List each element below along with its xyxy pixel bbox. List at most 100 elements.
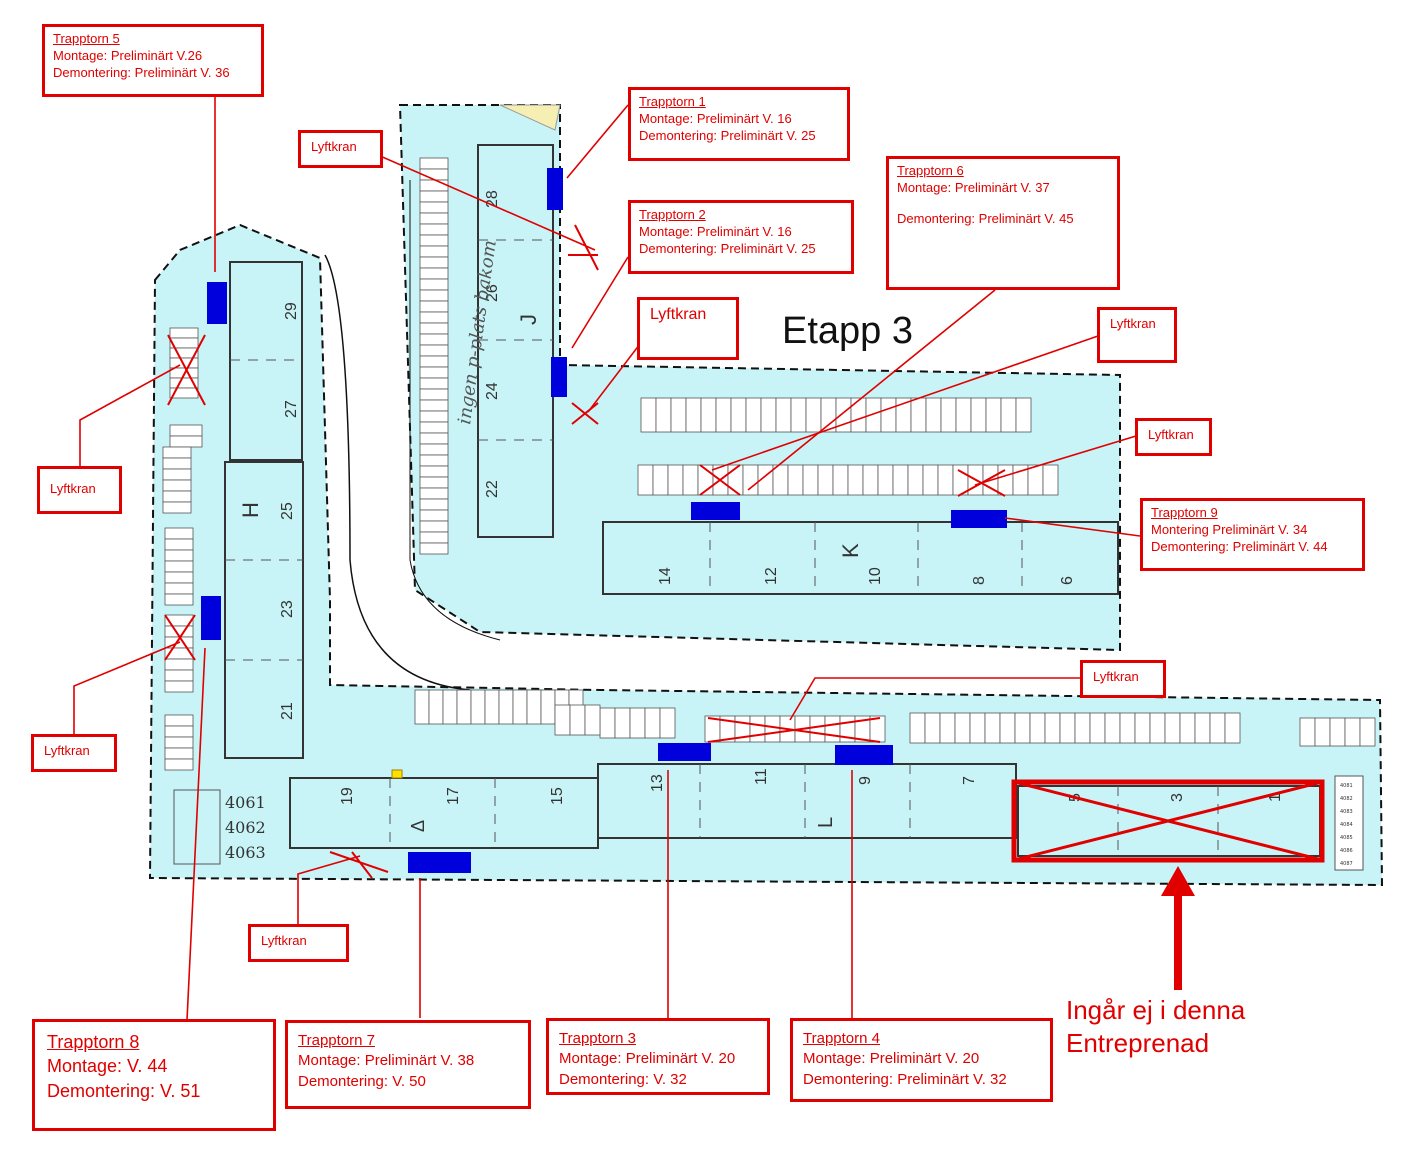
parking-stall: [1179, 712, 1196, 744]
parking-stall: [1359, 717, 1376, 747]
parking-stall: [419, 278, 449, 291]
stair-tower-4-marker: [835, 745, 893, 765]
crane-marker: [707, 717, 881, 743]
parking-stall: [614, 707, 631, 739]
parking-stall: [414, 689, 430, 725]
building-number: 3: [1169, 793, 1186, 802]
crane-label: Lyftkran: [1097, 307, 1177, 363]
parking-stall: [164, 582, 194, 595]
note-marker: [391, 769, 403, 779]
crane-label: Lyftkran: [637, 297, 739, 360]
parking-stall: [442, 689, 458, 725]
building-letter: J: [516, 314, 541, 325]
parking-stall: [1029, 712, 1046, 744]
parking-stall: [419, 531, 449, 544]
crane-label: Lyftkran: [248, 924, 349, 962]
callout-line: Demontering: Preliminärt V. 25: [639, 240, 816, 256]
parking-stall: [419, 377, 449, 390]
parking-number: 4087: [1340, 861, 1353, 867]
parking-stall: [999, 712, 1016, 744]
leader-tower8: [186, 647, 206, 1021]
etapp-title: Etapp 3: [782, 310, 913, 352]
parking-stall: [164, 725, 194, 738]
parking-stall: [715, 397, 732, 433]
parking-stall: [952, 464, 969, 496]
excluded-note-line: Entreprenad: [1066, 1027, 1210, 1058]
parking-stall: [484, 689, 500, 725]
callout-trapptorn-5: Trapptorn 5 Montage: Preliminärt V.26 De…: [42, 24, 264, 97]
parking-stall: [456, 689, 472, 725]
parking-stall: [419, 289, 449, 302]
parking-stall: [847, 464, 864, 496]
stair-tower-6-marker: [691, 502, 740, 520]
leader-lines: [73, 96, 1141, 1021]
building-number: 6: [1059, 576, 1076, 585]
parking-stall: [1074, 712, 1091, 744]
stair-tower-3-marker: [658, 743, 711, 761]
leader-tower1: [566, 104, 629, 179]
parking-stall: [419, 179, 449, 192]
leader-tower6: [747, 289, 996, 491]
crane-marker: [699, 464, 741, 496]
parking-stall: [997, 464, 1014, 496]
parking-stall: [169, 435, 203, 448]
parking-stall: [164, 549, 194, 562]
stair-towers: [201, 168, 1007, 873]
parking-stall: [584, 704, 601, 736]
parking-stall: [892, 464, 909, 496]
crane-label: Lyftkran: [1080, 660, 1166, 698]
parking-stall: [419, 443, 449, 456]
building-number: 11: [753, 768, 770, 785]
building-number: 14: [657, 567, 674, 585]
parking-stall: [970, 397, 987, 433]
parking-number: 4085: [1340, 835, 1353, 841]
parking-stall: [682, 464, 699, 496]
building-number: 26: [484, 284, 501, 302]
parking-stall: [419, 432, 449, 445]
stair-tower-5-marker: [207, 282, 227, 324]
garage-box: [173, 789, 221, 865]
parking-stall: [954, 712, 971, 744]
parking-stall: [419, 267, 449, 280]
parking-stall: [419, 311, 449, 324]
parking-stall: [659, 707, 676, 739]
callout-line: Demontering: Preliminärt V. 32: [803, 1070, 1007, 1088]
building-dividers: [225, 239, 1219, 856]
callout-title: Trapptorn 4: [803, 1030, 880, 1047]
callout-title: Trapptorn 3: [559, 1030, 636, 1047]
building-number: 15: [549, 787, 566, 805]
parking-stall: [1044, 712, 1061, 744]
parking-stall: [419, 388, 449, 401]
parking-stall: [164, 560, 194, 573]
building-number: 1: [1267, 793, 1284, 802]
excluded-frame: [1011, 779, 1325, 863]
callout-trapptorn-4: Trapptorn 4 Montage: Preliminärt V. 20 D…: [790, 1018, 1053, 1102]
parking-stall: [1104, 712, 1121, 744]
parking-stall: [164, 669, 194, 682]
garage-block: 4061 4062 4063: [173, 789, 266, 865]
parking-stall: [775, 397, 792, 433]
parking-stall: [540, 689, 556, 725]
parking-stall: [907, 464, 924, 496]
parking-stall: [164, 658, 194, 671]
parking-stall: [832, 464, 849, 496]
parking-stall: [419, 355, 449, 368]
parking-stall: [419, 476, 449, 489]
callout-line: Demontering: V. 50: [298, 1072, 426, 1090]
parking-stall: [685, 397, 702, 433]
parking-stall: [764, 715, 781, 743]
parking-stall: [164, 747, 194, 760]
road-curve: [324, 254, 471, 691]
building-number: 25: [279, 502, 296, 520]
building-H-lower: [224, 461, 304, 759]
parking-stall: [969, 712, 986, 744]
building-number: 17: [445, 787, 462, 805]
building-number: 23: [279, 600, 296, 618]
stair-tower-8-marker: [201, 596, 221, 640]
crane-marker: [571, 402, 599, 425]
parking-stall: [637, 464, 654, 496]
building-number: 22: [484, 480, 501, 498]
callout-trapptorn-2: Trapptorn 2 Montage: Preliminärt V. 16 D…: [628, 200, 854, 274]
parking-stall: [730, 397, 747, 433]
parking-stall: [164, 538, 194, 551]
